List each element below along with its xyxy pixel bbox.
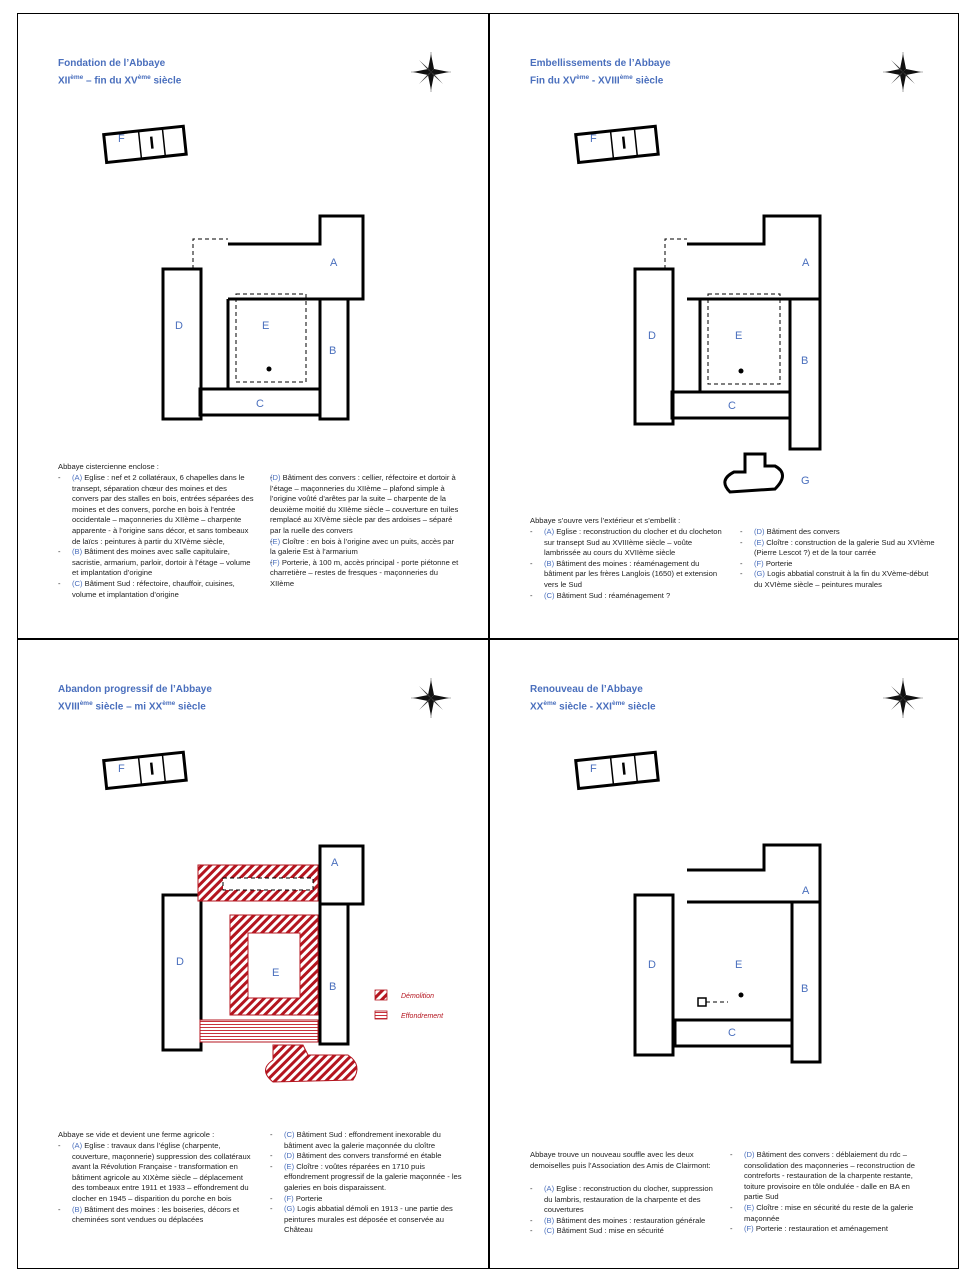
vertical-divider <box>488 13 490 1269</box>
label-D: D <box>175 320 183 332</box>
panel-fondation: Fondation de l’Abbaye XIIème – fin du XV… <box>18 14 488 638</box>
list-item: (F) Porterie <box>740 559 936 570</box>
title-line1: Renouveau de l’Abbaye <box>530 684 643 695</box>
label-E: E <box>262 320 269 332</box>
list-item: (A) Eglise : reconstruction du clocher, … <box>530 1184 715 1216</box>
intro-text: Abbaye s’ouvre vers l’extérieur et s’emb… <box>530 516 681 525</box>
list-item: (A) Eglise : travaux dans l’église (char… <box>58 1141 254 1205</box>
panel-title: Abandon progressif de l’Abbaye XVIIIème … <box>58 683 212 714</box>
label-D: D <box>648 959 656 971</box>
list-item: (E) Cloître : construction de la galerie… <box>740 538 936 559</box>
label-E: E <box>272 967 279 979</box>
label-D: D <box>176 956 184 968</box>
legend-left: (A) Eglise : reconstruction du clocher, … <box>530 1184 715 1237</box>
list-item: (D) Bâtiment des convers <box>740 527 936 538</box>
list-item: (D) Bâtiment des convers : cellier, réfe… <box>270 473 460 537</box>
list-item: (F) Porterie, à 100 m, accès principal -… <box>270 558 460 590</box>
label-E: E <box>735 330 742 342</box>
label-C: C <box>256 398 264 410</box>
legend-right: (D) Bâtiment des convers : déblaiement d… <box>730 1150 926 1235</box>
label-F: F <box>590 133 597 145</box>
abbey-plan: F A B C D E <box>574 750 822 1064</box>
legend-effondrement: Effondrement <box>401 1013 444 1020</box>
panel-title: Embellissements de l’Abbaye Fin du XVème… <box>530 57 671 88</box>
list-item: (C) Bâtiment Sud : effondrement inexorab… <box>270 1130 466 1151</box>
panel-abandon: Abandon progressif de l’Abbaye XVIIIème … <box>18 640 488 1264</box>
panel-embellissements: Embellissements de l’Abbaye Fin du XVème… <box>490 14 960 638</box>
label-A: A <box>331 857 339 869</box>
list-item: (B) Bâtiment des moines : réaménagement … <box>530 559 726 591</box>
label-A: A <box>802 885 810 897</box>
intro-text: Abbaye trouve un nouveau souffle avec le… <box>530 1150 711 1170</box>
panel-title: Renouveau de l’Abbaye XXème siècle - XXI… <box>530 683 656 714</box>
horizontal-divider <box>17 638 959 640</box>
title-line2: XXème siècle - XXIème siècle <box>530 700 656 713</box>
panel-title: Fondation de l’Abbaye XIIème – fin du XV… <box>58 57 181 88</box>
label-B: B <box>801 983 808 995</box>
legend-right: (D) Bâtiment des convers : cellier, réfe… <box>270 473 460 590</box>
list-item: (E) Cloître : en bois à l’origine avec u… <box>270 537 460 558</box>
list-item: (C) Bâtiment Sud : réaménagement ? <box>530 591 726 602</box>
list-item: (A) Eglise : reconstruction du clocher e… <box>530 527 726 559</box>
title-line1: Abandon progressif de l’Abbaye <box>58 684 212 695</box>
legend-left: (A) Eglise : travaux dans l’église (char… <box>58 1141 254 1226</box>
list-item: (C) Bâtiment Sud : réfectoire, chauffoir… <box>58 579 254 600</box>
list-item: (D) Bâtiment des convers transformé en é… <box>270 1151 466 1162</box>
list-item: (G) Logis abbatial construit à la fin du… <box>740 569 936 590</box>
legend-demolition: Démolition <box>401 993 434 1000</box>
list-item: (B) Bâtiment des moines : les boiseries,… <box>58 1205 254 1226</box>
abbey-plan: F Démolition Effondrement A B D E <box>102 750 444 1083</box>
abbey-plan: F A B C D E <box>102 124 365 421</box>
label-A: A <box>802 257 810 269</box>
list-item: (B) Bâtiment des moines : restauration g… <box>530 1216 715 1227</box>
title-line1: Fondation de l’Abbaye <box>58 58 166 69</box>
list-item: (E) Cloître : mise en sécurité du reste … <box>730 1203 926 1224</box>
list-item: (F) Porterie <box>270 1194 466 1205</box>
list-item: (F) Porterie : restauration et aménageme… <box>730 1224 926 1235</box>
legend-right: (D) Bâtiment des convers (E) Cloître : c… <box>740 527 936 591</box>
list-item: (D) Bâtiment des convers : déblaiement d… <box>730 1150 926 1203</box>
list-item: (E) Cloître : voûtes réparées en 1710 pu… <box>270 1162 466 1194</box>
list-item: (G) Logis abbatial démoli en 1913 - une … <box>270 1204 466 1236</box>
label-F: F <box>590 763 597 775</box>
list-item: (A) Eglise : nef et 2 collatéraux, 6 cha… <box>58 473 254 547</box>
label-C: C <box>728 400 736 412</box>
legend-text: Abbaye trouve un nouveau souffle avec le… <box>530 1150 960 1237</box>
legend-text: Abbaye se vide et devient une ferme agri… <box>58 1130 488 1234</box>
panel-renouveau: Renouveau de l’Abbaye XXème siècle - XXI… <box>490 640 960 1264</box>
legend-text: Abbaye s’ouvre vers l’extérieur et s’emb… <box>530 516 960 601</box>
legend-left: (A) Eglise : reconstruction du clocher e… <box>530 527 726 601</box>
label-A: A <box>330 257 338 269</box>
label-E: E <box>735 959 742 971</box>
intro-text: Abbaye cistercienne enclose : <box>58 462 159 471</box>
abbey-plan: F A B C D E G <box>574 124 822 494</box>
label-F: F <box>118 763 125 775</box>
label-B: B <box>801 355 808 367</box>
title-line2: Fin du XVème - XVIIIème siècle <box>530 74 664 87</box>
label-F: F <box>118 133 125 145</box>
title-line2: XVIIIème siècle – mi XXème siècle <box>58 700 206 713</box>
list-item: (B) Bâtiment des moines avec salle capit… <box>58 547 254 579</box>
label-D: D <box>648 330 656 342</box>
label-B: B <box>329 981 336 993</box>
list-item: (C) Bâtiment Sud : mise en sécurité <box>530 1226 715 1237</box>
label-B: B <box>329 345 336 357</box>
legend-right: (C) Bâtiment Sud : effondrement inexorab… <box>270 1130 466 1236</box>
label-G: G <box>801 475 810 487</box>
legend-left: (A) Eglise : nef et 2 collatéraux, 6 cha… <box>58 473 254 600</box>
title-line2: XIIème – fin du XVème siècle <box>58 74 182 87</box>
legend-text: Abbaye cistercienne enclose : (A) Eglise… <box>58 462 488 599</box>
label-C: C <box>728 1027 736 1039</box>
title-line1: Embellissements de l’Abbaye <box>530 58 671 69</box>
intro-text: Abbaye se vide et devient une ferme agri… <box>58 1130 215 1139</box>
